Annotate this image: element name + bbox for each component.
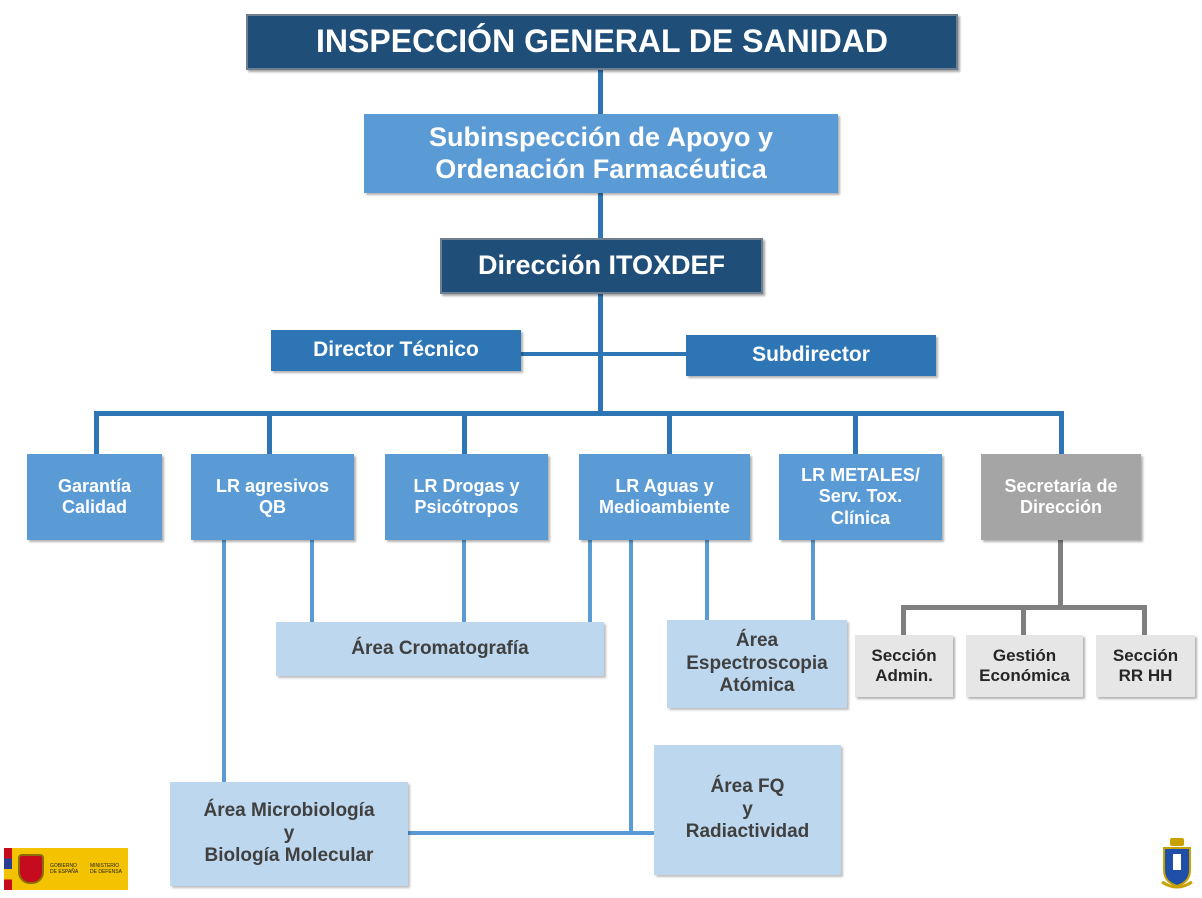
connector-line xyxy=(667,411,672,456)
node-label: INSPECCIÓN GENERAL DE SANIDAD xyxy=(316,23,888,60)
node-seccion-admin: Sección Admin. xyxy=(855,635,953,697)
coat-of-arms-icon xyxy=(18,854,44,884)
connector-line xyxy=(853,411,858,456)
logo-ministry-text: MINISTERIO DE DEFENSA xyxy=(90,863,122,875)
node-garantia-calidad: Garantía Calidad xyxy=(27,454,162,540)
node-label: Garantía Calidad xyxy=(57,475,132,517)
node-label: Subinspección de Apoyo y Ordenación Farm… xyxy=(428,121,774,184)
node-label: Sección Admin. xyxy=(871,645,937,685)
node-seccion-rrhh: Sección RR HH xyxy=(1096,635,1195,697)
node-lr-drogas: LR Drogas y Psicótropos xyxy=(385,454,548,540)
connector-line xyxy=(811,538,815,622)
logo-gov-text: GOBIERNO DE ESPAÑA xyxy=(50,863,79,875)
node-label: Área Espectroscopia Atómica xyxy=(686,630,828,697)
node-label: Área FQ y Radiactividad xyxy=(685,776,810,843)
node-label: LR Aguas y Medioambiente xyxy=(598,475,731,517)
node-label: Dirección ITOXDEF xyxy=(477,250,726,281)
node-area-cromatografia: Área Cromatografía xyxy=(276,622,604,676)
emblem-icon xyxy=(1161,838,1193,889)
connector-line xyxy=(1142,605,1147,637)
connector-line xyxy=(462,411,467,456)
connector-line xyxy=(705,538,709,622)
node-director-tecnico: Director Técnico xyxy=(271,330,521,371)
connector-line xyxy=(520,352,688,356)
connector-line xyxy=(310,538,314,624)
connector-line xyxy=(598,192,603,240)
node-secretaria: Secretaría de Dirección xyxy=(981,454,1141,540)
node-gestion-economica: Gestión Económica xyxy=(966,635,1083,697)
connector-line xyxy=(588,538,592,624)
node-label: Sección RR HH xyxy=(1112,645,1179,685)
connector-line xyxy=(222,538,226,784)
connector-line xyxy=(598,68,603,116)
node-area-fq: Área FQ y Radiactividad xyxy=(654,745,841,875)
connector-line xyxy=(1021,605,1026,637)
connector-line xyxy=(94,411,99,456)
connector-line xyxy=(901,605,906,637)
node-lr-aguas: LR Aguas y Medioambiente xyxy=(579,454,750,540)
connector-line xyxy=(1058,538,1063,608)
node-label: Subdirector xyxy=(752,343,870,367)
node-direccion: Dirección ITOXDEF xyxy=(440,238,763,294)
node-label: Director Técnico xyxy=(313,338,479,362)
node-label: Gestión Económica xyxy=(979,645,1070,685)
node-lr-metales: LR METALES/ Serv. Tox. Clínica xyxy=(779,454,942,540)
connector-line xyxy=(406,831,656,835)
node-label: LR Drogas y Psicótropos xyxy=(413,475,520,517)
node-label: Área Microbiología y Biología Molecular xyxy=(203,800,375,867)
connector-line xyxy=(1059,411,1064,456)
node-inspeccion-general: INSPECCIÓN GENERAL DE SANIDAD xyxy=(246,14,958,70)
connector-line xyxy=(267,411,272,456)
node-lr-agresivos: LR agresivos QB xyxy=(191,454,354,540)
spain-flag-icon xyxy=(4,848,12,890)
node-subinspeccion: Subinspección de Apoyo y Ordenación Farm… xyxy=(364,114,838,193)
gobierno-espana-logo: GOBIERNO DE ESPAÑA MINISTERIO DE DEFENSA xyxy=(4,848,128,890)
node-label: Secretaría de Dirección xyxy=(1004,475,1118,517)
connector-line xyxy=(629,538,633,834)
connector-line xyxy=(462,538,466,624)
node-label: Área Cromatografía xyxy=(351,637,529,659)
node-area-espectroscopia: Área Espectroscopia Atómica xyxy=(667,620,847,708)
connector-line xyxy=(94,411,1064,416)
node-area-microbiologia: Área Microbiología y Biología Molecular xyxy=(170,782,408,886)
node-label: LR agresivos QB xyxy=(215,475,330,517)
node-subdirector: Subdirector xyxy=(686,335,936,376)
node-label: LR METALES/ Serv. Tox. Clínica xyxy=(801,465,920,528)
